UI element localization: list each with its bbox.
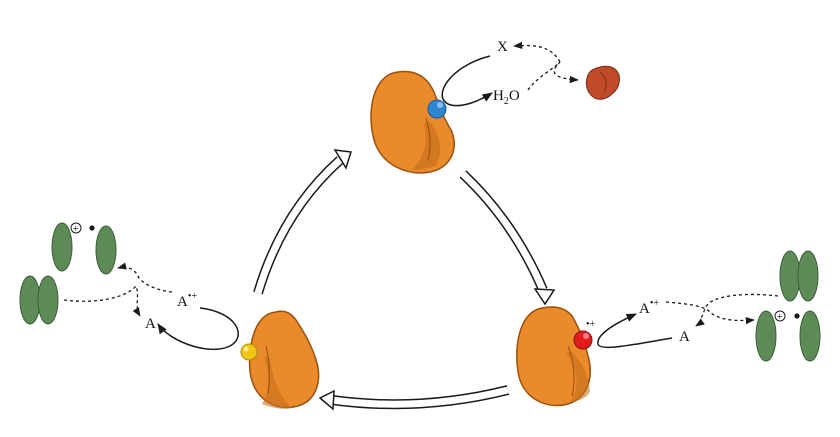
- pigment-right-oxidized: +: [755, 310, 821, 362]
- svg-text:+: +: [777, 311, 783, 323]
- label-left-radical: A•+: [177, 291, 197, 310]
- svg-text:+: +: [73, 223, 79, 235]
- left-loop-arrow: [157, 307, 240, 351]
- right-dashed-to-neutral: [695, 293, 779, 327]
- pigment-right-neutral: [779, 250, 819, 302]
- plus-icon: [774, 310, 786, 322]
- cycle-arrow-bottom-left: [318, 385, 510, 411]
- plus-icon: [70, 222, 82, 234]
- top-loop-arrow: [441, 55, 493, 107]
- right-dashed-to-oxidized: [665, 301, 755, 325]
- pigment-left-neutral: [19, 275, 59, 325]
- label-right-neutral: A: [679, 329, 690, 345]
- radical-dot-icon: [89, 225, 95, 231]
- radical-dot-icon: [794, 313, 800, 319]
- top-dashed-to-x: [513, 41, 561, 63]
- enzyme-left: [240, 310, 320, 409]
- enzyme-right: [516, 306, 593, 407]
- top-dashed-to-product: [527, 61, 579, 91]
- label-x: X: [497, 39, 508, 55]
- left-dashed-to-radical: [117, 262, 173, 293]
- label-left-neutral: A: [145, 316, 156, 332]
- label-right-radical: A•+: [639, 298, 659, 317]
- enzyme-top: [370, 70, 455, 174]
- product-blob: [585, 65, 620, 100]
- ligand-yellow: [240, 343, 258, 361]
- left-dashed-from-pair: [63, 284, 141, 317]
- ligand-blue: [427, 99, 447, 119]
- label-right-enzyme-charge: •+: [586, 319, 596, 330]
- pigment-left-oxidized: +: [51, 222, 117, 275]
- label-water: H2O: [493, 88, 520, 107]
- cycle-arrow-right-down: [459, 170, 556, 306]
- ligand-red: [573, 330, 593, 350]
- right-loop-arrow: [597, 313, 673, 349]
- cycle-arrow-left-up: [253, 149, 352, 295]
